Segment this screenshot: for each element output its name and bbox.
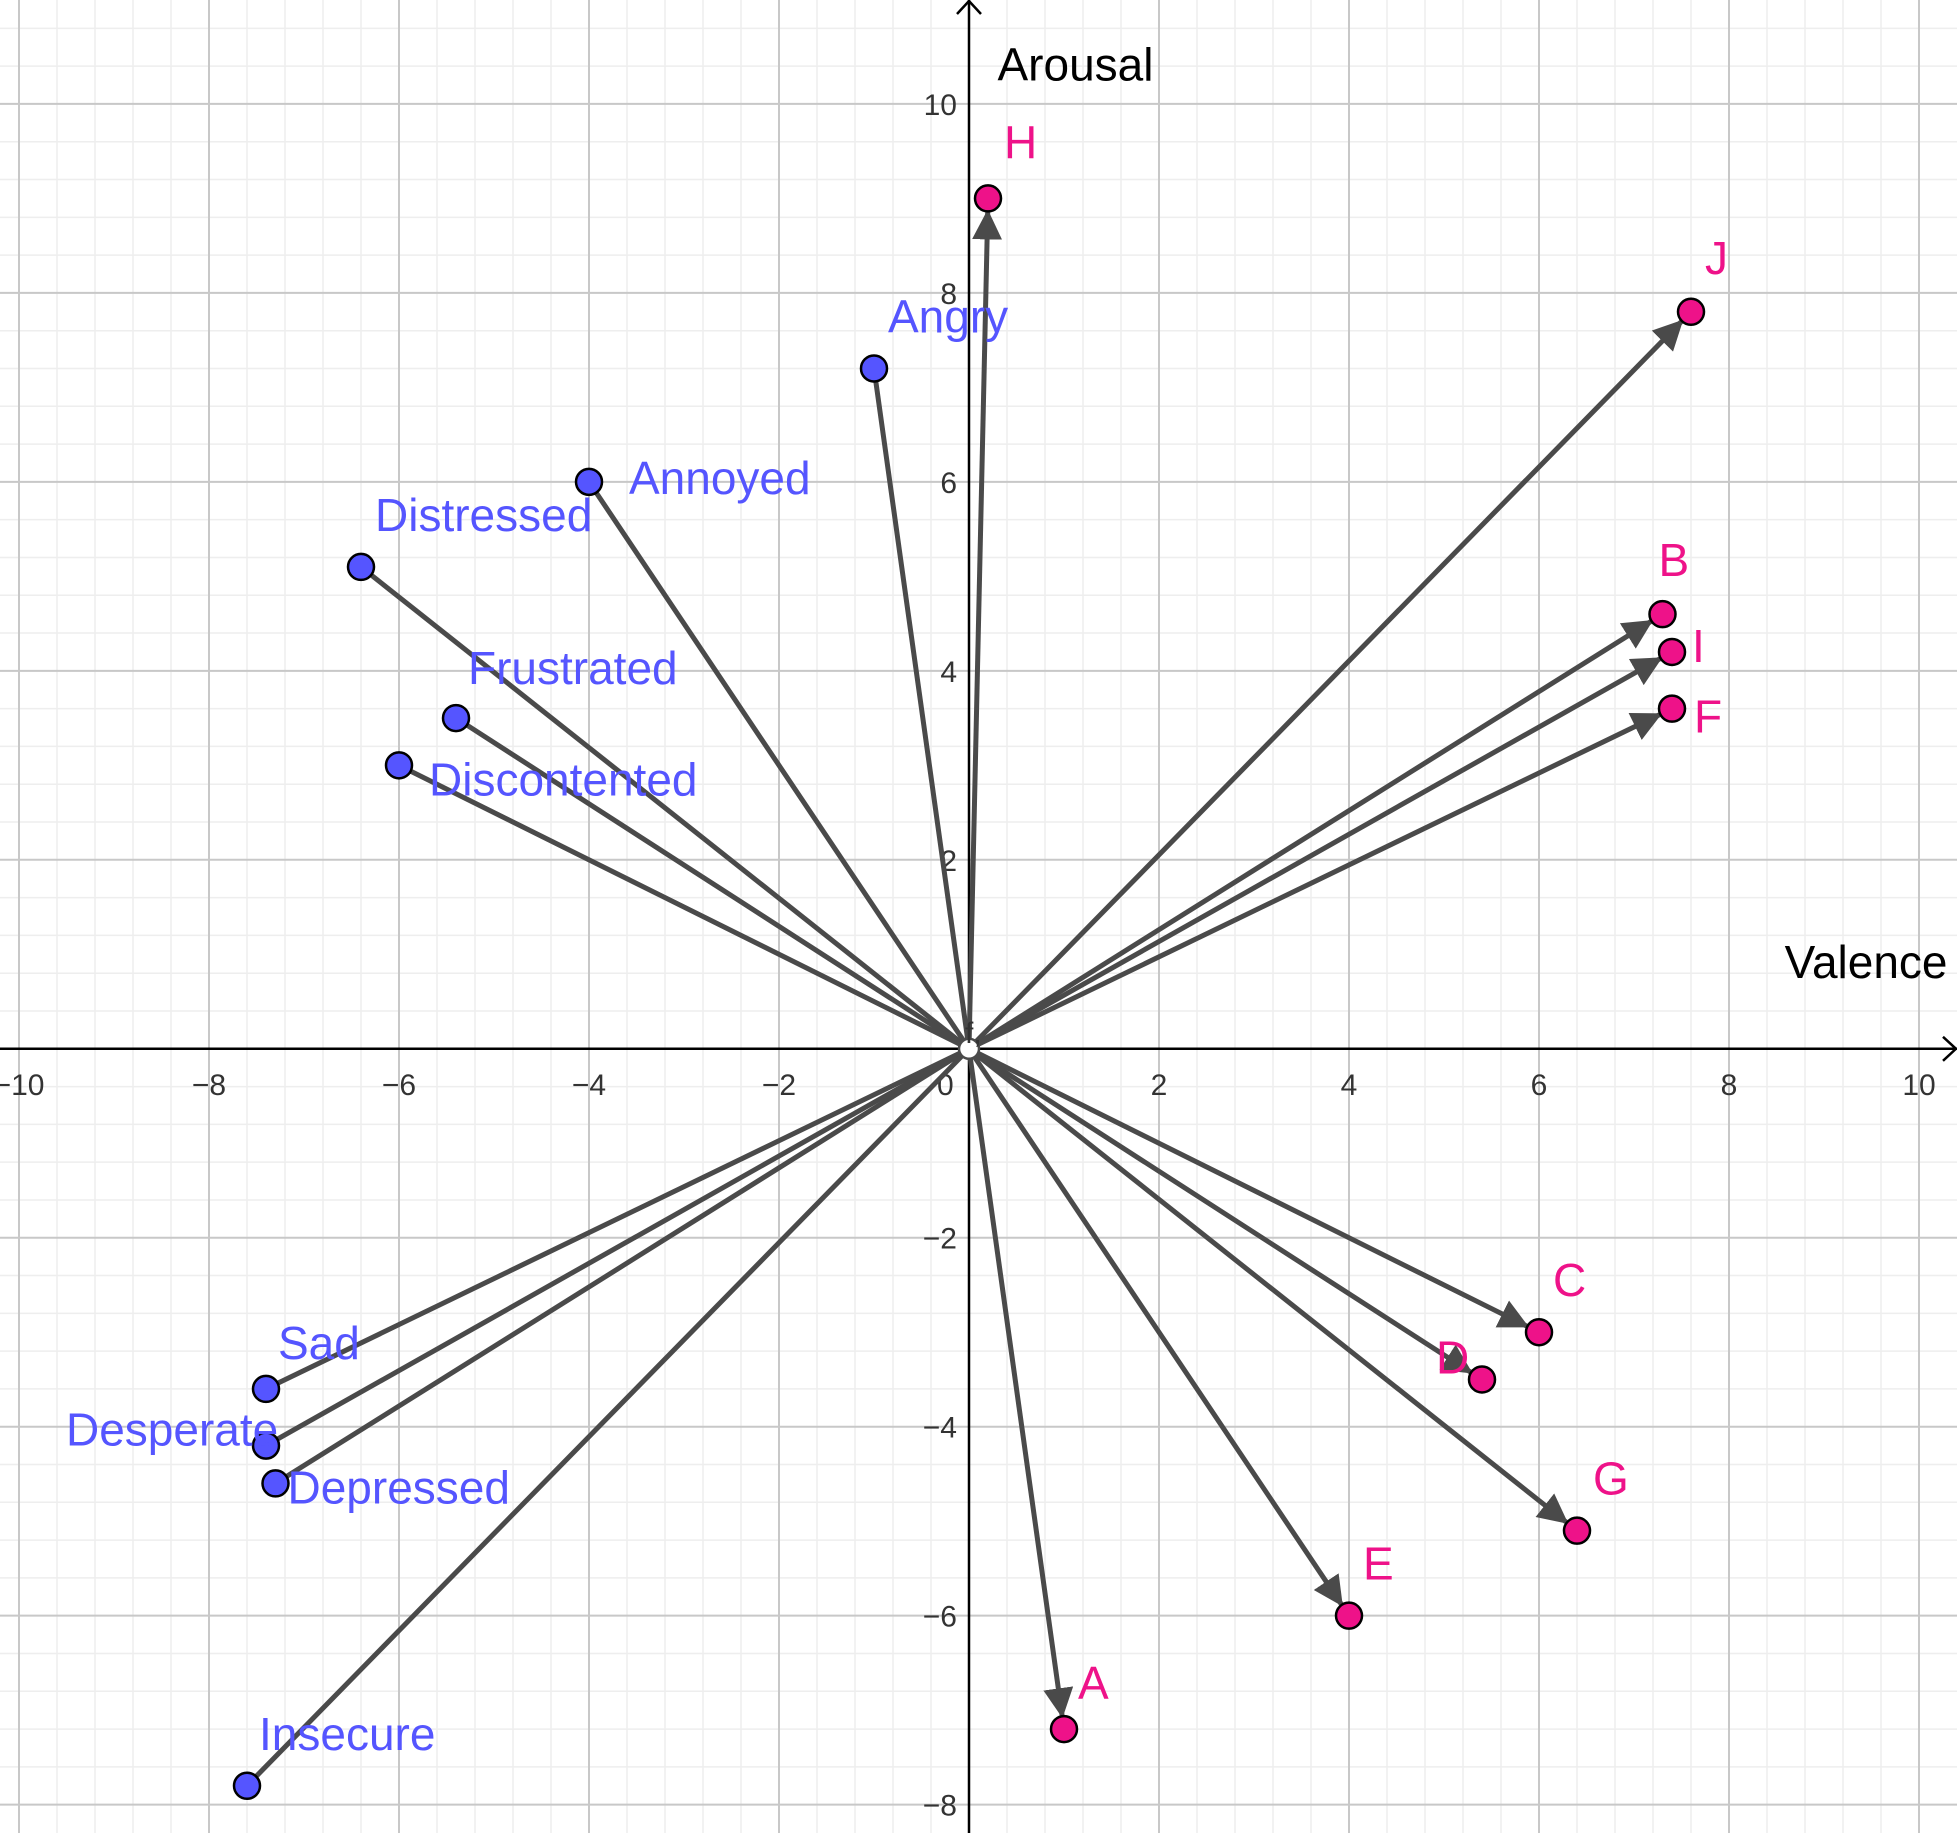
point-e — [1334, 1601, 1364, 1630]
vector-annoyed — [586, 480, 972, 1051]
point-label-distressed: Distressed — [375, 489, 592, 541]
point-label-f: F — [1694, 691, 1722, 743]
point-g — [1562, 1516, 1592, 1545]
vector-a — [966, 1048, 1074, 1719]
point-label-a: A — [1078, 1657, 1109, 1709]
vector-insecure — [245, 1047, 971, 1788]
point-annoyed — [574, 467, 604, 497]
point-label-e: E — [1363, 1538, 1394, 1590]
point-i — [1657, 637, 1687, 667]
x-tick-label: 4 — [1341, 1069, 1358, 1102]
point-label-frustrated: Frustrated — [468, 642, 678, 694]
x-tick-label: 2 — [1151, 1069, 1168, 1102]
origin-point — [957, 1037, 981, 1061]
point-label-annoyed: Annoyed — [629, 452, 811, 504]
vector-h — [966, 209, 1003, 1049]
vector-depressed — [274, 1046, 971, 1486]
point-label-depressed: Depressed — [288, 1461, 510, 1513]
vector-distressed — [359, 564, 971, 1051]
vector-g — [967, 1046, 1569, 1524]
vector-discontented — [397, 763, 971, 1052]
x-tick-label: 6 — [1531, 1069, 1548, 1102]
point-c — [1524, 1317, 1554, 1347]
y-tick-label: −4 — [923, 1412, 957, 1445]
vector-b — [967, 619, 1654, 1051]
point-label-b: B — [1659, 534, 1690, 586]
x-tick-label: −2 — [762, 1069, 796, 1102]
x-tick-label: −6 — [382, 1069, 416, 1102]
point-d — [1467, 1365, 1497, 1394]
x-axis-title: Valence — [1785, 936, 1948, 988]
y-tick-label: 8 — [940, 278, 957, 311]
point-distressed — [346, 552, 376, 582]
point-insecure — [232, 1771, 262, 1801]
point-label-d: D — [1436, 1331, 1469, 1383]
vector-desperate — [264, 1046, 971, 1448]
vectors — [245, 209, 1684, 1788]
point-label-sad: Sad — [278, 1317, 360, 1369]
x-tick-label: −10 — [0, 1069, 44, 1102]
point-label-discontented: Discontented — [429, 753, 698, 805]
vector-j — [967, 319, 1684, 1051]
vector-d — [967, 1046, 1473, 1374]
point-desperate — [251, 1431, 281, 1460]
point-label-j: J — [1705, 232, 1728, 284]
points — [232, 184, 1706, 1801]
point-b — [1648, 599, 1677, 629]
point-discontented — [384, 751, 414, 780]
x-axis-arrow — [1942, 1035, 1957, 1062]
point-label-c: C — [1553, 1254, 1586, 1306]
vector-sad — [264, 1046, 971, 1392]
point-depressed — [261, 1469, 290, 1498]
point-frustrated — [441, 703, 471, 733]
vector-i — [967, 656, 1663, 1051]
vector-frustrated — [454, 715, 971, 1051]
point-labels: AngryAnnoyedDistressedFrustratedDisconte… — [66, 116, 1728, 1759]
origin-label: f, — [965, 1017, 982, 1050]
y-tick-label: 4 — [940, 656, 957, 689]
y-tick-label: −6 — [923, 1601, 957, 1634]
x-tick-label: −4 — [572, 1069, 606, 1102]
vector-e — [966, 1047, 1344, 1607]
point-j — [1676, 297, 1706, 327]
point-label-angry: Angry — [888, 290, 1008, 342]
point-label-h: H — [1004, 116, 1037, 168]
y-axis-arrow — [956, 0, 982, 15]
y-tick-label: −2 — [923, 1223, 957, 1256]
point-label-desperate: Desperate — [66, 1404, 278, 1456]
point-label-g: G — [1593, 1453, 1629, 1505]
y-tick-label: −8 — [923, 1790, 957, 1823]
point-h — [973, 184, 1003, 213]
point-label-i: I — [1692, 620, 1705, 672]
x-tick-label: 10 — [1902, 1069, 1935, 1102]
y-tick-label: 10 — [924, 89, 957, 122]
vector-f — [967, 712, 1663, 1052]
point-sad — [251, 1374, 281, 1404]
vector-c — [967, 1046, 1530, 1329]
point-a — [1049, 1714, 1079, 1744]
y-axis-title: Arousal — [998, 38, 1154, 90]
y-tick-label: 6 — [940, 467, 957, 500]
point-f — [1657, 694, 1687, 723]
x-tick-label: 8 — [1721, 1069, 1738, 1102]
x-tick-label: −8 — [192, 1069, 226, 1102]
point-label-insecure: Insecure — [259, 1708, 435, 1760]
point-angry — [859, 354, 889, 383]
vector-angry — [871, 368, 972, 1050]
